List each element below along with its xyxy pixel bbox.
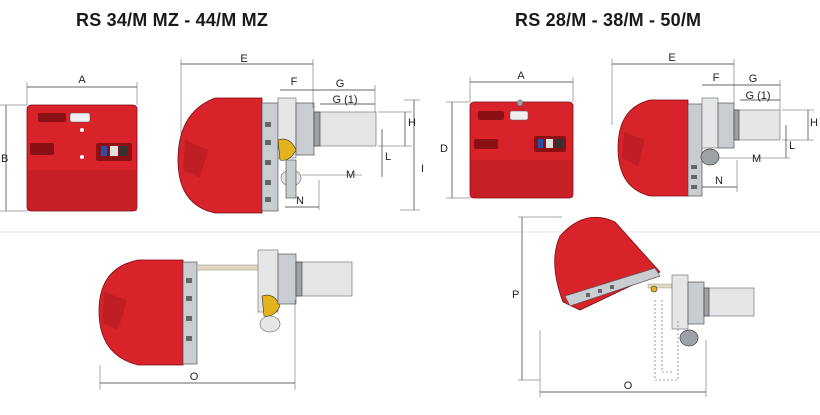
label-f-right: F — [713, 72, 720, 84]
label-l-right: L — [789, 140, 795, 152]
burner-side-hood — [177, 97, 263, 214]
label-g1-right: G (1) — [745, 90, 770, 102]
mounting-plate — [261, 102, 279, 212]
label-e-right: E — [668, 52, 675, 64]
label-a-left: A — [78, 74, 86, 86]
burner-hood-open — [98, 259, 184, 366]
label-o-right: O — [624, 380, 633, 392]
slide-rail — [196, 264, 268, 271]
burner-hood-tilted — [554, 216, 661, 311]
label-a-right: A — [517, 70, 525, 82]
right-tilted-view: P O — [512, 216, 755, 397]
label-d-right: D — [440, 143, 448, 155]
label-b-left: B — [1, 153, 8, 165]
left-front-view: A B — [0, 74, 138, 212]
label-g-right: G — [749, 73, 758, 85]
blast-tube-right — [733, 109, 781, 141]
burner-side-hood-right — [617, 99, 689, 197]
blast-tube — [313, 111, 377, 147]
right-front-view: A D — [440, 70, 574, 199]
label-m-left: M — [346, 169, 355, 181]
label-m-right: M — [752, 153, 761, 165]
left-side-view: E F G G (1) H L I M N — [177, 53, 424, 214]
hinge-plate — [182, 261, 198, 365]
label-p-right: P — [512, 289, 519, 301]
left-diagram-title: RS 34/M MZ - 44/M MZ — [76, 10, 269, 30]
right-side-view: E F G G (1) H L M N — [611, 52, 818, 197]
label-g1-left: G (1) — [332, 94, 357, 106]
label-i-left: I — [421, 163, 424, 175]
label-g-left: G — [336, 78, 345, 90]
left-open-view: O — [98, 249, 353, 390]
label-n-left: N — [296, 195, 304, 207]
label-e-left: E — [240, 53, 247, 65]
label-o-left: O — [190, 371, 199, 383]
label-h-right: H — [810, 117, 818, 129]
label-n-right: N — [715, 175, 723, 187]
label-f-left: F — [291, 76, 298, 88]
right-diagram-title: RS 28/M - 38/M - 50/M — [515, 10, 702, 30]
label-h-left: H — [408, 117, 416, 129]
label-l-left: L — [385, 151, 391, 163]
